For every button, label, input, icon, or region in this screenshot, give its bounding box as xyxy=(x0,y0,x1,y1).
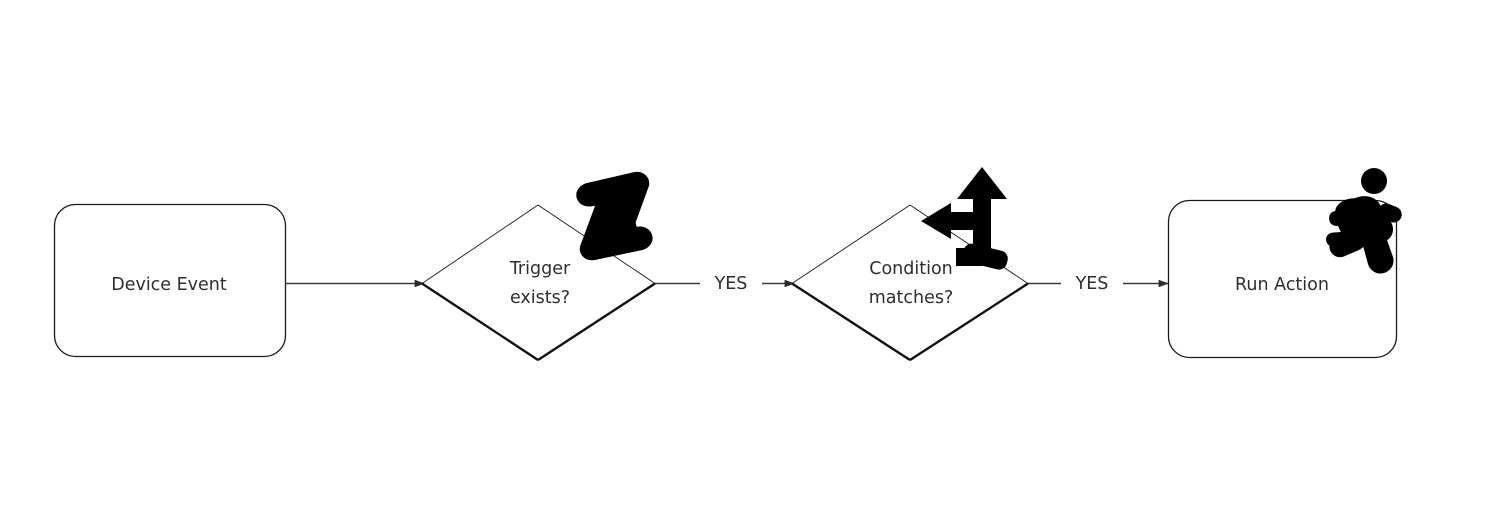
condition-matches-edge-accent-2 xyxy=(791,282,911,362)
edge-label-yes-1: YES xyxy=(714,274,748,294)
node-device-event[interactable]: Device Event xyxy=(53,203,287,358)
edge-label-yes-2: YES xyxy=(1075,274,1109,294)
node-trigger-exists[interactable]: Trigger exists? xyxy=(421,165,660,362)
trigger-exists-label-line2: exists? xyxy=(510,288,570,308)
node-run-action[interactable]: Run Action xyxy=(1167,168,1405,359)
lightning-bolt-icon xyxy=(576,171,653,261)
condition-matches-label-line1: Condition xyxy=(869,259,953,279)
trigger-exists-edge-accent-1 xyxy=(537,282,656,362)
edge-trigger-to-condition[interactable]: YES xyxy=(655,274,795,294)
condition-matches-label-line2: matches? xyxy=(869,288,954,308)
trigger-exists-label-line1: Trigger xyxy=(509,259,571,279)
run-action-label: Run Action xyxy=(1235,275,1329,295)
running-person-icon xyxy=(1326,168,1402,274)
condition-matches-shape[interactable] xyxy=(791,204,1029,361)
device-event-shape[interactable] xyxy=(53,203,287,358)
device-event-label: Device Event xyxy=(111,275,227,295)
branch-arrow-icon xyxy=(921,167,1008,270)
edge-condition-to-run-action[interactable]: YES xyxy=(1028,274,1169,294)
trigger-exists-edge-accent-2 xyxy=(421,282,539,362)
node-condition-matches[interactable]: Condition matches? xyxy=(791,167,1029,362)
condition-matches-edge-accent-1 xyxy=(909,282,1029,362)
